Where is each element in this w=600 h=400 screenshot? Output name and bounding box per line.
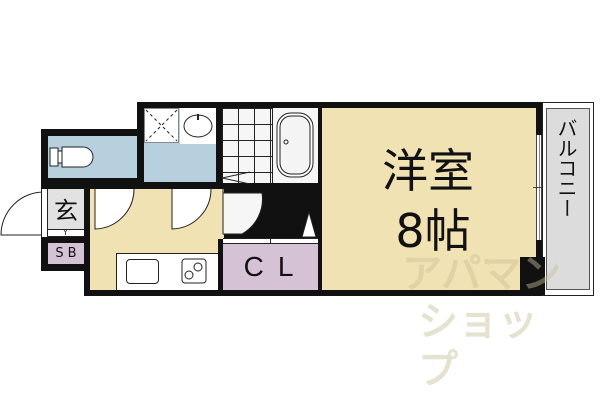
western-room — [322, 108, 536, 290]
balcony-window — [533, 135, 545, 240]
entrance-label: 玄 — [54, 196, 78, 225]
hallway — [218, 189, 224, 239]
watermark-line1: アパマン — [402, 251, 562, 297]
closet-doors — [223, 238, 318, 244]
toilet-door-icon — [94, 188, 136, 231]
closet-door-triangle-icon — [301, 210, 317, 238]
entrance-door-icon — [0, 191, 45, 236]
sink-icon — [180, 108, 216, 144]
toilet-icon — [49, 145, 96, 169]
balcony — [546, 108, 590, 290]
bath-door-triangle-icon — [221, 170, 252, 185]
shoe-box: SB — [48, 243, 84, 264]
washroom-door-icon — [171, 188, 213, 231]
room-door-icon — [222, 189, 264, 237]
entrance-step: Y — [48, 228, 84, 237]
washing-machine-space — [144, 108, 179, 143]
corner-post — [520, 257, 545, 295]
kitchen-sink-icon — [126, 259, 159, 284]
entrance — [48, 189, 84, 229]
western-room-name: 洋室 — [382, 143, 474, 198]
entrance-door-opening — [41, 189, 48, 237]
closet: CL — [223, 244, 318, 290]
watermark-line2: ショップ — [418, 299, 538, 393]
stove-icon — [181, 258, 207, 284]
closet-label: CL — [243, 251, 308, 282]
shoe-box-label: SB — [55, 246, 81, 261]
western-room-size: 8帖 — [395, 203, 471, 258]
bathtub-icon — [276, 112, 314, 178]
balcony-label: バルコニー — [554, 118, 578, 218]
